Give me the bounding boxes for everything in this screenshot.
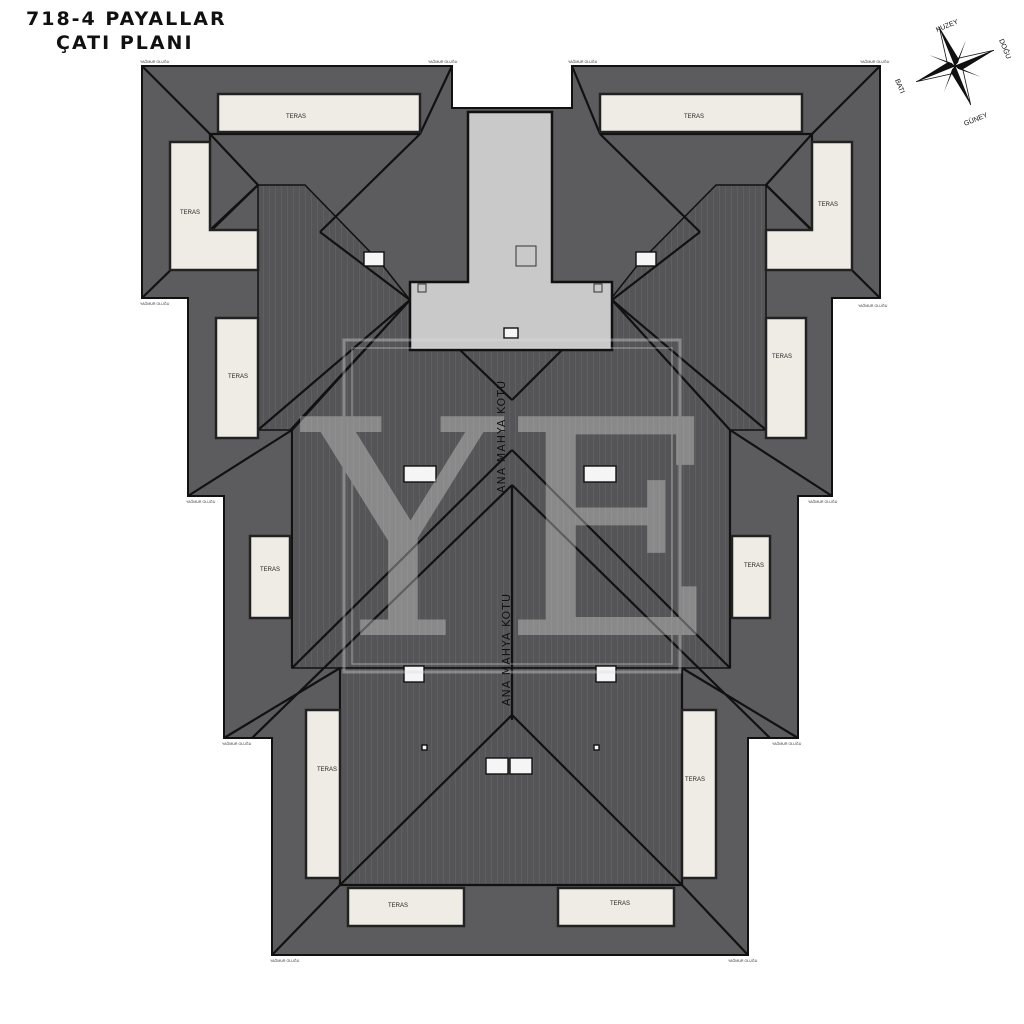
terrace-label: TERAS	[772, 354, 792, 360]
watermark-logo: YE	[299, 338, 721, 706]
downspout-label: YAĞMUR OLUĞU	[568, 59, 598, 64]
plan-title: 718-4 PAYALLAR ÇATI PLANI	[26, 8, 227, 54]
terrace-label: TERAS	[317, 767, 337, 773]
compass-east-label: DOĞU	[997, 37, 1013, 60]
terrace-label: TERAS	[818, 202, 838, 208]
downspout-label: YAĞMUR OLUĞU	[728, 958, 758, 963]
terrace-bottom-right-side	[680, 708, 718, 880]
downspout-labels: YAĞMUR OLUĞU YAĞMUR OLUĞU YAĞMUR OLUĞU Y…	[140, 59, 890, 963]
terrace-left-upper	[168, 140, 260, 272]
downspout-label: YAĞMUR OLUĞU	[428, 59, 458, 64]
downspout-label: YAĞMUR OLUĞU	[858, 303, 888, 308]
downspout-label: YAĞMUR OLUĞU	[140, 59, 170, 64]
ridge-lines	[141, 65, 881, 956]
terrace-top-right	[598, 92, 804, 134]
terrace-label: TERAS	[228, 374, 248, 380]
terrace-label: TERAS	[684, 114, 704, 120]
vent	[421, 744, 428, 751]
terrace-left-mid	[214, 316, 260, 440]
terrace-right-lower	[730, 534, 772, 620]
terrace-right-mid	[764, 316, 808, 440]
downspout-label: YAĞMUR OLUĞU	[270, 958, 300, 963]
plan-title-line1: 718-4 PAYALLAR	[26, 8, 227, 30]
watermark-text: YE	[299, 357, 721, 706]
terrace-bottom-left-side	[304, 708, 342, 880]
plan-title-line2: ÇATI PLANI	[56, 32, 194, 54]
downspout-label: YAĞMUR OLUĞU	[860, 59, 890, 64]
terrace-left-lower	[248, 534, 292, 620]
skylights	[363, 251, 657, 775]
downspout-label: YAĞMUR OLUĞU	[222, 741, 252, 746]
drain-right	[593, 283, 603, 293]
compass-rose: KUZEY DOĞU BATI GÜNEY	[893, 18, 1013, 128]
downspout-label: YAĞMUR OLUĞU	[140, 301, 170, 306]
roof-hatch	[515, 245, 537, 267]
terrace-label: TERAS	[610, 901, 630, 907]
terrace-label: TERAS	[685, 777, 705, 783]
terrace-labels: TERAS TERAS TERAS TERAS TERAS TERAS TERA…	[180, 114, 838, 909]
terrace-label: TERAS	[388, 903, 408, 909]
terrace-bottom-right	[556, 886, 676, 928]
downspout-label: YAĞMUR OLUĞU	[186, 499, 216, 504]
drain-left	[417, 283, 427, 293]
flat-roof-central	[408, 110, 614, 352]
downspout-label: YAĞMUR OLUĞU	[808, 499, 838, 504]
compass-west-label: BATI	[893, 78, 905, 95]
terrace-label: TERAS	[180, 210, 200, 216]
skylight	[595, 665, 617, 683]
ridge-label-lower: ANA MAHYA KOTU	[500, 593, 513, 706]
skylight	[403, 665, 425, 683]
terrace-top-left	[216, 92, 422, 134]
skylight	[583, 465, 617, 483]
terrace-label: TERAS	[260, 567, 280, 573]
compass-north-label: KUZEY	[935, 18, 960, 33]
terrace-label: TERAS	[744, 563, 764, 569]
terrace-bottom-left	[346, 886, 466, 928]
compass-south-label: GÜNEY	[963, 111, 989, 128]
skylight	[363, 251, 385, 267]
terraces	[168, 92, 854, 928]
ridge-label-upper: ANA MAHYA KOTU	[495, 380, 508, 493]
skylight	[485, 757, 509, 775]
terrace-label: TERAS	[286, 114, 306, 120]
skylight	[635, 251, 657, 267]
skylight	[509, 757, 533, 775]
skylight	[403, 465, 437, 483]
terrace-right-upper	[764, 140, 854, 272]
downspout-label: YAĞMUR OLUĞU	[772, 741, 802, 746]
flat-roof-vent	[503, 327, 519, 339]
vent	[593, 744, 600, 751]
